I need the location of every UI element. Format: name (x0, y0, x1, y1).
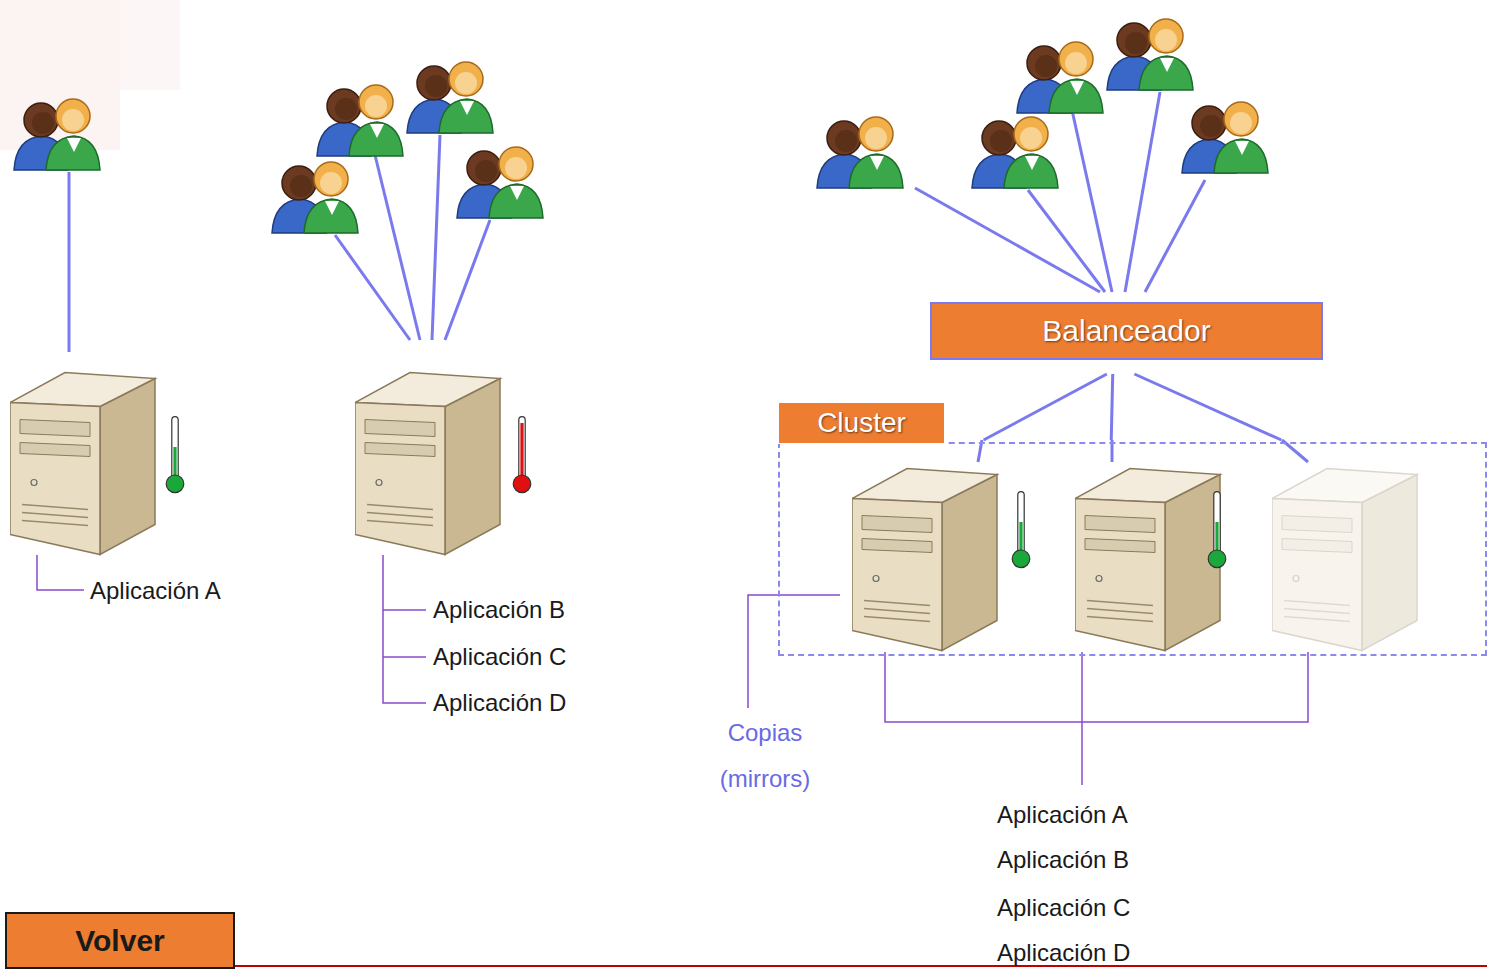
connector (1111, 374, 1113, 440)
balancer-box: Balanceador (930, 302, 1323, 360)
node-label: Balanceador (1042, 314, 1210, 348)
back-button: Volver (5, 912, 235, 969)
app-label: Aplicación B (997, 846, 1129, 874)
node-label: Cluster (817, 407, 906, 439)
app-label: Aplicación D (997, 939, 1130, 967)
app-label: Aplicación A (997, 801, 1128, 829)
app-label: Aplicación B (433, 596, 565, 624)
app-label: Aplicación D (433, 689, 566, 717)
mirror-note: Copias (mirrors) (710, 710, 820, 801)
cluster-region: Cluster (778, 442, 1487, 656)
app-label: Aplicación A (90, 577, 221, 605)
node-label: Volver (75, 924, 165, 958)
cluster-tab: Cluster (778, 402, 945, 444)
app-label: Aplicación C (997, 894, 1130, 922)
connector (984, 374, 1107, 440)
connector (1134, 374, 1281, 440)
app-label: Aplicación C (433, 643, 566, 671)
